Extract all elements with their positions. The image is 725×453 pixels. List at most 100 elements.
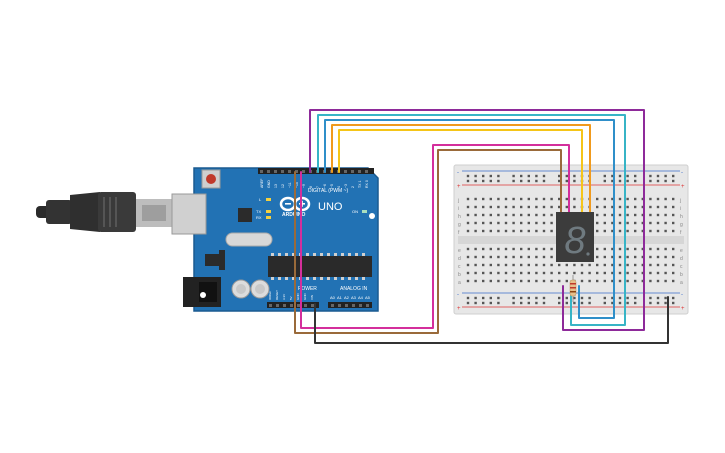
breadboard-hole[interactable] [558,296,561,300]
breadboard-hole[interactable] [611,301,614,305]
breadboard-hole[interactable] [596,205,599,209]
breadboard-hole[interactable] [618,205,622,209]
breadboard-hole[interactable] [580,301,584,305]
breadboard-hole[interactable] [527,301,530,305]
breadboard-hole[interactable] [489,174,492,178]
breadboard-hole[interactable] [618,174,622,178]
breadboard-hole[interactable] [558,279,561,283]
arduino-board[interactable]: L TX RX ON ARDUINO UNO AREF GND 13 12 ~1… [171,167,379,312]
breadboard-hole[interactable] [672,197,675,201]
breadboard-hole[interactable] [634,221,637,225]
breadboard-hole[interactable] [603,255,606,259]
breadboard-hole[interactable] [573,301,576,305]
breadboard-hole[interactable] [618,301,622,305]
breadboard-hole[interactable] [558,301,561,305]
breadboard-hole[interactable] [656,296,660,300]
breadboard-hole[interactable] [489,221,492,225]
breadboard-hole[interactable] [580,263,584,267]
breadboard-hole[interactable] [497,213,500,217]
breadboard-hole[interactable] [474,213,477,217]
breadboard-hole[interactable] [482,301,485,305]
breadboard-hole[interactable] [558,174,561,178]
breadboard-hole[interactable] [527,296,530,300]
breadboard-hole[interactable] [535,247,538,251]
breadboard-hole[interactable] [535,179,538,183]
breadboard-hole[interactable] [527,271,530,275]
breadboard-hole[interactable] [474,279,477,283]
breadboard-hole[interactable] [520,301,523,305]
breadboard-hole[interactable] [656,301,660,305]
breadboard-hole[interactable] [504,279,508,283]
breadboard-hole[interactable] [527,229,530,233]
breadboard-hole[interactable] [641,197,644,201]
breadboard-hole[interactable] [611,296,614,300]
breadboard-hole[interactable] [603,296,606,300]
breadboard-hole[interactable] [603,221,606,225]
breadboard-hole[interactable] [542,229,546,233]
breadboard-hole[interactable] [542,179,546,183]
breadboard-hole[interactable] [535,197,538,201]
breadboard-hole[interactable] [634,229,637,233]
breadboard-hole[interactable] [626,301,629,305]
breadboard-hole[interactable] [497,301,500,305]
breadboard-hole[interactable] [550,279,553,283]
breadboard-hole[interactable] [611,263,614,267]
breadboard-hole[interactable] [626,205,629,209]
breadboard-hole[interactable] [611,229,614,233]
breadboard-hole[interactable] [497,221,500,225]
breadboard-hole[interactable] [565,197,568,201]
breadboard-hole[interactable] [618,179,622,183]
breadboard-hole[interactable] [482,255,485,259]
wire-blue[interactable] [324,119,615,319]
wire-yellow[interactable] [338,129,583,214]
breadboard-hole[interactable] [504,247,508,251]
breadboard-hole[interactable] [466,301,470,305]
breadboard-hole[interactable] [497,279,500,283]
breadboard-hole[interactable] [520,296,523,300]
breadboard-hole[interactable] [649,255,652,259]
breadboard-hole[interactable] [504,229,508,233]
breadboard-hole[interactable] [603,247,606,251]
breadboard-hole[interactable] [474,179,477,183]
breadboard-hole[interactable] [656,221,660,225]
breadboard-hole[interactable] [512,301,515,305]
breadboard-hole[interactable] [497,263,500,267]
breadboard-hole[interactable] [588,279,591,283]
breadboard-hole[interactable] [626,271,629,275]
breadboard-hole[interactable] [542,213,546,217]
breadboard-hole[interactable] [489,179,492,183]
breadboard-hole[interactable] [641,205,644,209]
breadboard-hole[interactable] [656,213,660,217]
breadboard-hole[interactable] [558,197,561,201]
breadboard-hole[interactable] [489,296,492,300]
breadboard-hole[interactable] [497,179,500,183]
breadboard-hole[interactable] [626,279,629,283]
breadboard-hole[interactable] [603,179,606,183]
breadboard-hole[interactable] [542,296,546,300]
breadboard-hole[interactable] [664,213,667,217]
breadboard-hole[interactable] [512,255,515,259]
breadboard-hole[interactable] [626,213,629,217]
breadboard-hole[interactable] [504,205,508,209]
breadboard-hole[interactable] [573,205,576,209]
breadboard-hole[interactable] [489,271,492,275]
breadboard-hole[interactable] [611,221,614,225]
breadboard-hole[interactable] [527,179,530,183]
breadboard-hole[interactable] [649,301,652,305]
breadboard-hole[interactable] [611,255,614,259]
breadboard-hole[interactable] [489,247,492,251]
breadboard-hole[interactable] [664,197,667,201]
breadboard-hole[interactable] [550,229,553,233]
breadboard-hole[interactable] [611,174,614,178]
breadboard-hole[interactable] [558,179,561,183]
breadboard-hole[interactable] [634,205,637,209]
breadboard-hole[interactable] [596,279,599,283]
breadboard-hole[interactable] [466,205,470,209]
breadboard-hole[interactable] [474,205,477,209]
breadboard-hole[interactable] [656,197,660,201]
breadboard-hole[interactable] [611,197,614,201]
breadboard-hole[interactable] [527,247,530,251]
breadboard-hole[interactable] [641,279,644,283]
breadboard-hole[interactable] [588,271,591,275]
breadboard-hole[interactable] [520,174,523,178]
